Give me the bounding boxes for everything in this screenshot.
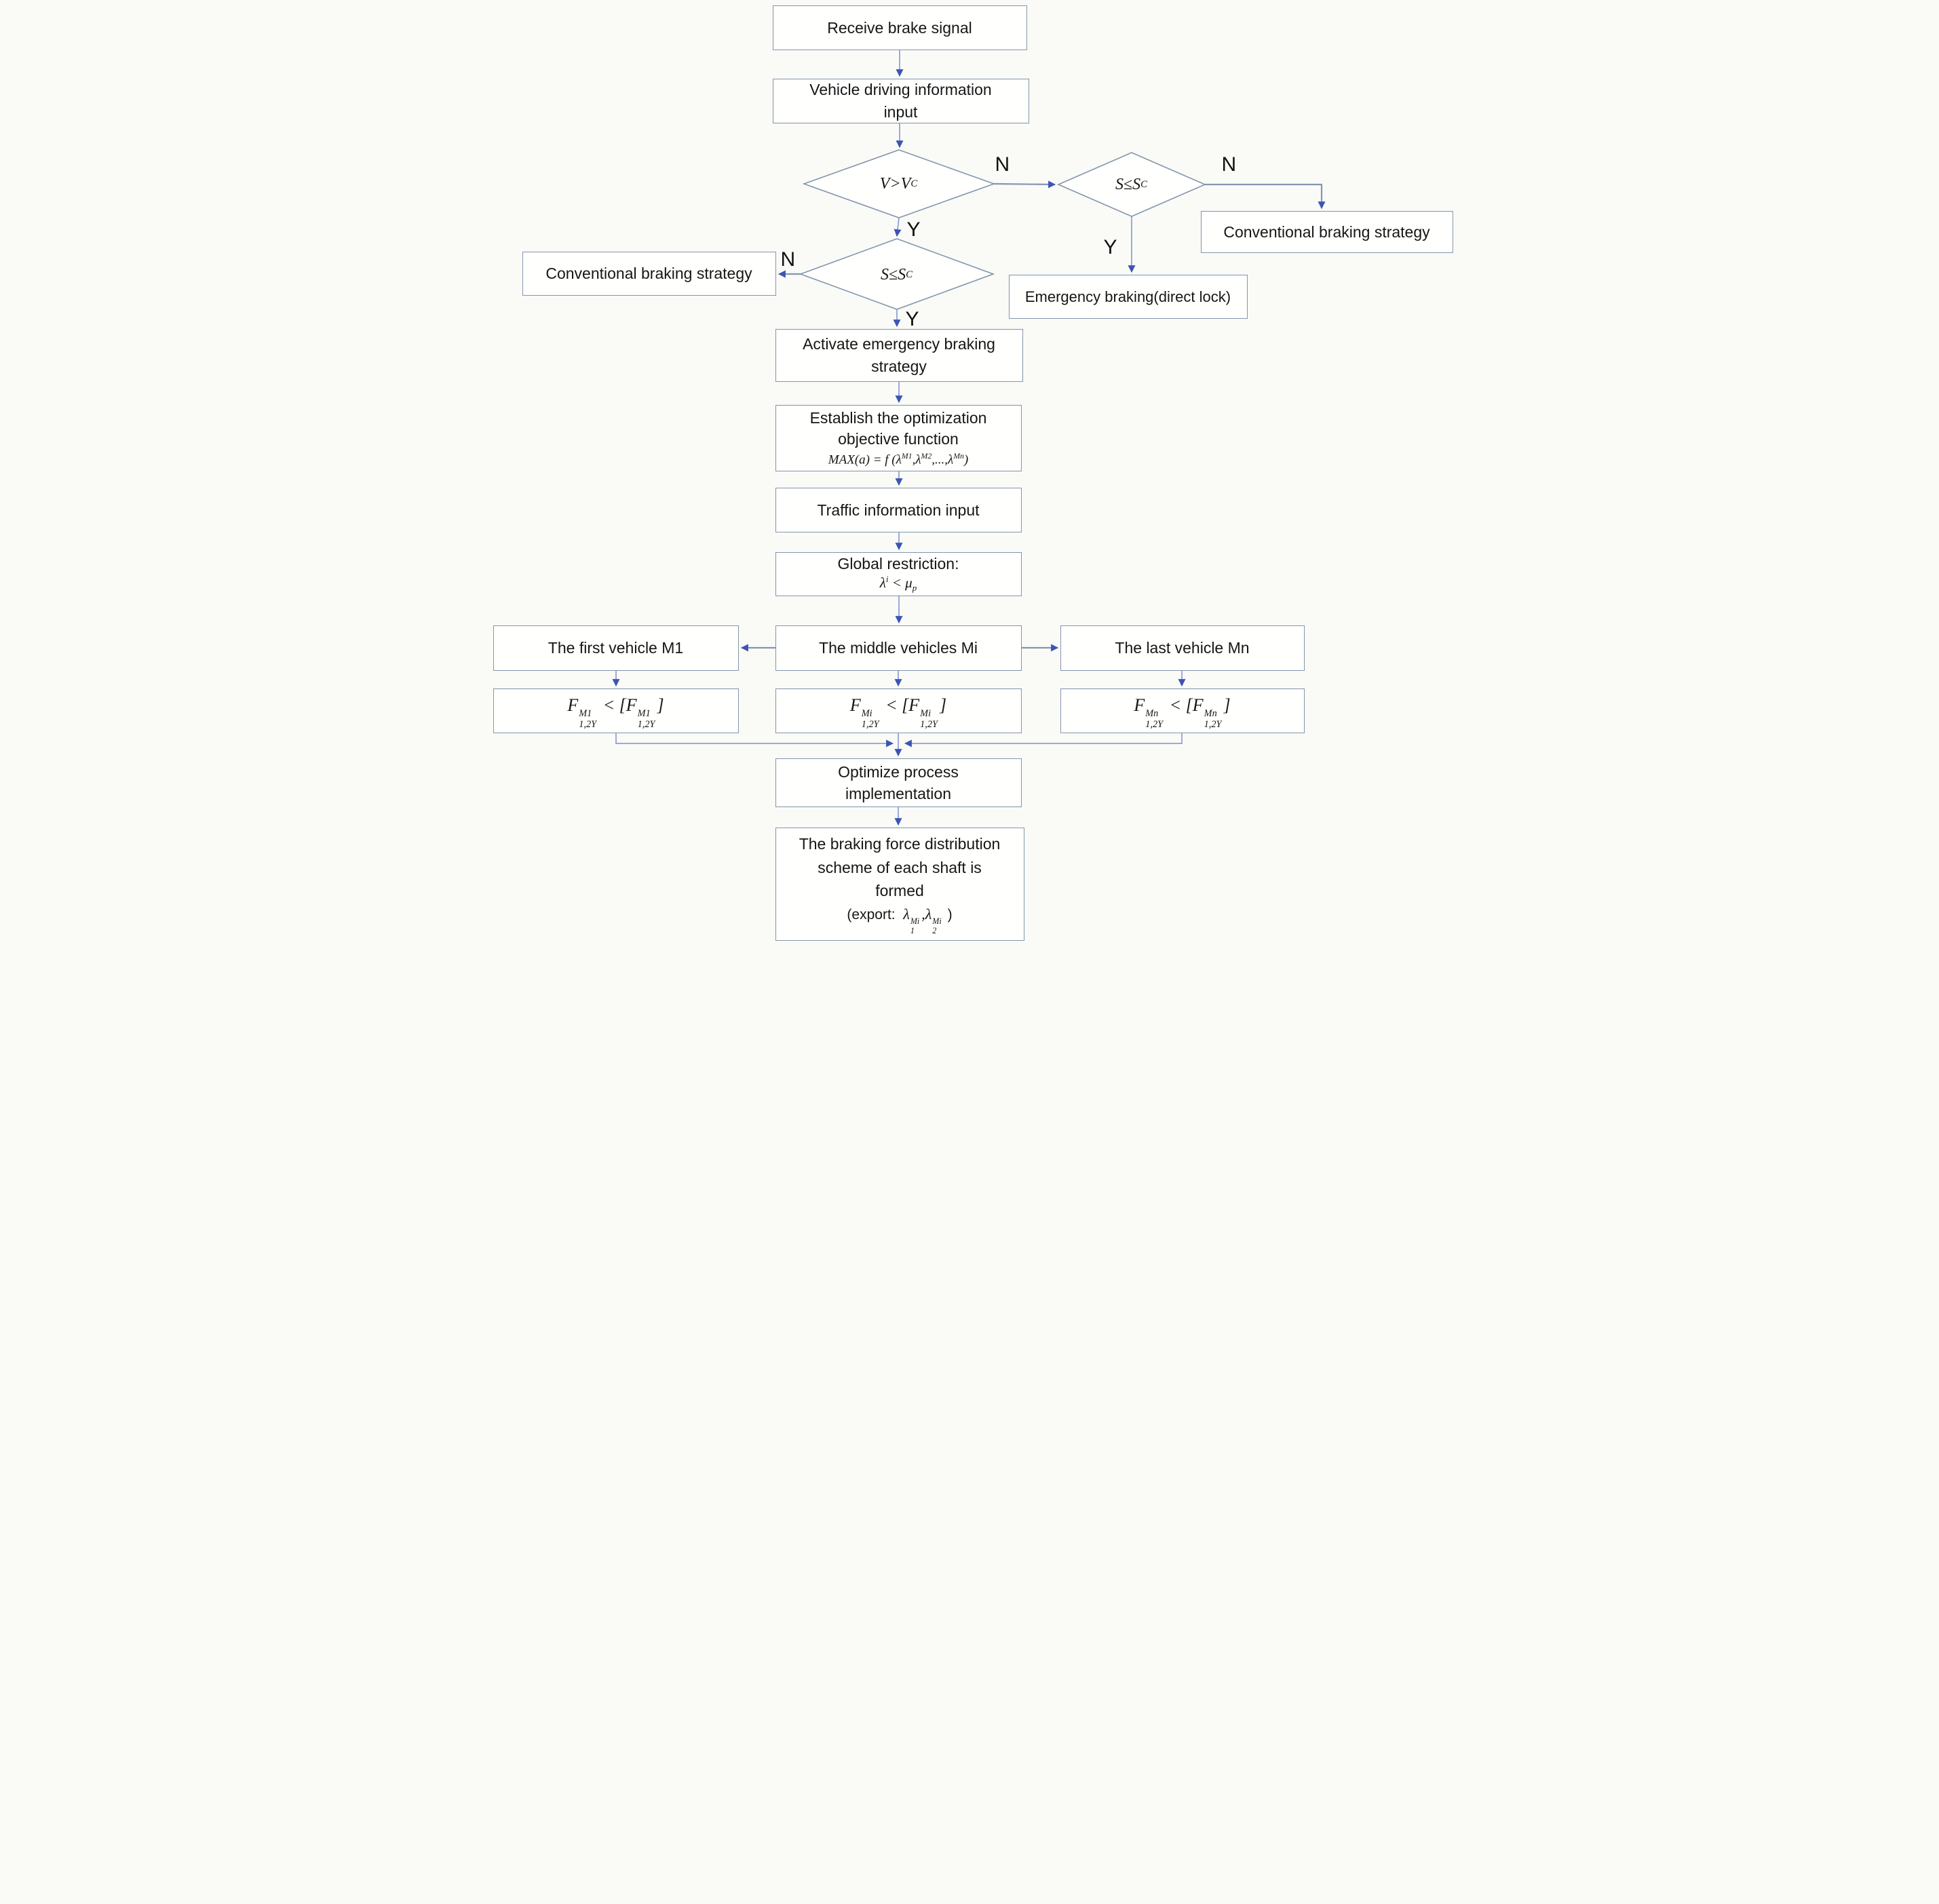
process-label: The middle vehicles Mi [819, 639, 978, 657]
connector-constraint-mn-elbow [904, 733, 1183, 747]
process-activate-emergency-braking: Activate emergency braking strategy [775, 329, 1023, 382]
process-label-line2: objective function [838, 430, 959, 448]
process-label-line3: formed [875, 882, 924, 900]
branch-label-yes-speedcheck: Y [906, 218, 921, 241]
process-label: Conventional braking strategy [1223, 222, 1430, 241]
branch-label-no-speedcheck: N [995, 153, 1010, 176]
process-global-restriction: Global restriction: λi < μp [775, 552, 1022, 596]
objective-function-formula: MAX(a) = f (λM1,λM2,...,λMn) [828, 452, 969, 467]
process-label: Emergency braking(direct lock) [1024, 288, 1231, 305]
process-label: The first vehicle M1 [548, 639, 684, 657]
process-first-vehicle-m1: The first vehicle M1 [493, 625, 739, 671]
process-vehicle-driving-info-input: Vehicle driving information input [772, 79, 1029, 123]
process-label-line1: Vehicle driving information [809, 81, 992, 99]
process-label-line2: strategy [871, 357, 927, 375]
process-label: Global restriction: [837, 555, 959, 573]
flowchart-canvas: Receive brake signal Vehicle driving inf… [484, 0, 1455, 952]
process-establish-objective-function: Establish the optimization objective fun… [775, 405, 1022, 471]
process-label-line1: Establish the optimization [809, 408, 987, 427]
process-optimize-implementation: Optimize process implementation [775, 758, 1022, 807]
process-label: Traffic information input [817, 501, 980, 519]
arrow-speedcheck-yes [894, 217, 902, 237]
process-label-line2: scheme of each shaft is [818, 858, 982, 876]
process-label-line1: The braking force distribution [799, 835, 1001, 853]
process-emergency-braking-direct-lock: Emergency braking(direct lock) [1008, 275, 1248, 319]
process-braking-force-distribution-result: The braking force distribution scheme of… [775, 828, 1024, 941]
process-traffic-information-input: Traffic information input [775, 488, 1022, 532]
branch-label-no-midcheck: N [780, 248, 796, 271]
process-conventional-braking-right: Conventional braking strategy [1200, 211, 1453, 253]
branch-label-yes-midcheck: Y [905, 308, 919, 330]
process-label-line2: input [883, 103, 918, 121]
arrow-rightcheck-no-elbow [1204, 183, 1325, 210]
process-receive-brake-signal: Receive brake signal [772, 5, 1027, 50]
connector-constraint-m1-elbow [615, 733, 894, 747]
process-label-line1: Optimize process [838, 762, 959, 781]
process-label: Conventional braking strategy [545, 265, 752, 283]
process-last-vehicle-mn: The last vehicle Mn [1060, 625, 1305, 671]
global-restriction-formula: λi < μp [879, 574, 917, 594]
process-label-line1: Activate emergency braking [803, 334, 995, 353]
process-label: The last vehicle Mn [1115, 639, 1250, 657]
arrow-layer [612, 50, 1325, 826]
process-conventional-braking-left: Conventional braking strategy [522, 252, 776, 296]
process-label: Receive brake signal [827, 18, 972, 37]
branch-label-no-rightcheck: N [1221, 153, 1237, 176]
process-middle-vehicles-mi: The middle vehicles Mi [775, 625, 1022, 671]
process-label-line2: implementation [845, 785, 951, 802]
branch-label-yes-rightcheck: Y [1103, 236, 1117, 258]
